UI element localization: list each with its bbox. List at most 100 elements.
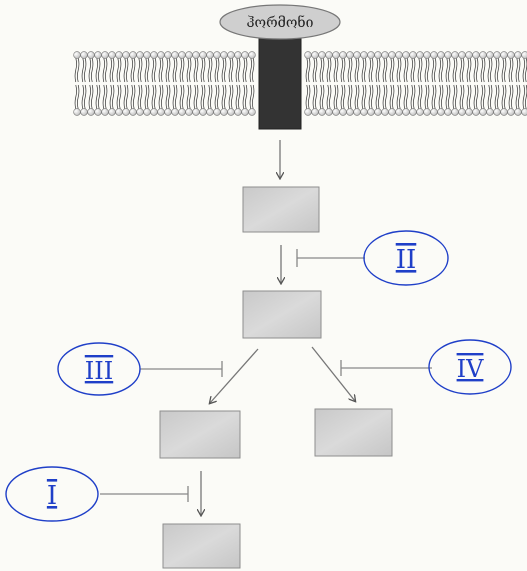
lipid-head bbox=[423, 51, 431, 59]
lipid-tail bbox=[91, 84, 94, 110]
lipid-tail bbox=[175, 84, 178, 110]
lipid-head bbox=[514, 108, 522, 116]
lipid-tail bbox=[480, 57, 483, 83]
lipid-tail bbox=[389, 84, 392, 110]
lipid-tail bbox=[147, 57, 150, 83]
lipid-head bbox=[444, 51, 452, 59]
lipid-tail bbox=[389, 57, 392, 83]
pathway-box-right bbox=[314, 408, 393, 457]
lipid-head bbox=[143, 108, 151, 116]
lipid-head bbox=[115, 51, 123, 59]
lipid-head bbox=[409, 108, 417, 116]
lipid-head bbox=[206, 108, 214, 116]
inhibitor-I bbox=[100, 486, 189, 502]
lipid-tail bbox=[329, 57, 332, 83]
lipid-tail bbox=[455, 84, 458, 110]
lipid-head bbox=[409, 51, 417, 59]
lipid-head bbox=[192, 108, 200, 116]
lipid-tail bbox=[378, 84, 381, 110]
lipid-head bbox=[360, 108, 368, 116]
lipid-tail bbox=[340, 57, 343, 83]
lipid-head bbox=[437, 108, 445, 116]
lipid-head bbox=[507, 51, 515, 59]
lipid-tail bbox=[413, 57, 416, 83]
lipid-tail bbox=[322, 57, 325, 83]
lipid-tail bbox=[497, 57, 500, 83]
lipid-tail bbox=[158, 57, 161, 83]
lipid-tail bbox=[140, 57, 143, 83]
lipid-tail bbox=[406, 84, 409, 110]
lipid-tail bbox=[361, 57, 364, 83]
lipid-tail bbox=[441, 84, 444, 110]
lipid-head bbox=[388, 108, 396, 116]
label-II: II bbox=[363, 230, 449, 286]
lipid-head bbox=[150, 51, 158, 59]
lipid-tail bbox=[343, 57, 346, 83]
lipid-tail bbox=[396, 57, 399, 83]
arrow-box2-to-right bbox=[311, 346, 355, 401]
lipid-tail bbox=[497, 84, 500, 110]
lipid-tail bbox=[336, 57, 339, 83]
lipid-tail bbox=[357, 57, 360, 83]
lipid-head bbox=[241, 51, 249, 59]
lipid-tail bbox=[116, 84, 119, 110]
lipid-tail bbox=[308, 57, 311, 83]
lipid-head bbox=[430, 51, 438, 59]
lipid-tail bbox=[172, 57, 175, 83]
lipid-tail bbox=[382, 84, 385, 110]
lipid-head bbox=[332, 51, 340, 59]
lipid-head bbox=[150, 108, 158, 116]
lipid-tail bbox=[438, 57, 441, 83]
lipid-head bbox=[416, 51, 424, 59]
lipid-tail bbox=[329, 84, 332, 110]
lipid-tail bbox=[231, 57, 234, 83]
lipid-tail bbox=[326, 57, 329, 83]
lipid-head bbox=[318, 51, 326, 59]
lipid-tail bbox=[431, 84, 434, 110]
svg-text:II: II bbox=[396, 245, 417, 275]
lipid-tail bbox=[189, 84, 192, 110]
lipid-tail bbox=[98, 57, 101, 83]
lipid-tail bbox=[410, 84, 413, 110]
lipid-head bbox=[367, 51, 375, 59]
lipid-tail bbox=[95, 84, 98, 110]
lipid-tail bbox=[217, 57, 220, 83]
lipid-head bbox=[185, 108, 193, 116]
lipid-tail bbox=[511, 57, 514, 83]
lipid-tail bbox=[217, 84, 220, 110]
lipid-tail bbox=[340, 84, 343, 110]
lipid-tail bbox=[315, 84, 318, 110]
lipid-head bbox=[318, 108, 326, 116]
lipid-tail bbox=[133, 84, 136, 110]
lipid-tail bbox=[343, 84, 346, 110]
lipid-tail bbox=[238, 57, 241, 83]
lipid-tail bbox=[413, 84, 416, 110]
lipid-tail bbox=[417, 57, 420, 83]
lipid-tail bbox=[130, 84, 133, 110]
lipid-head bbox=[178, 51, 186, 59]
lipid-tail bbox=[84, 84, 87, 110]
inhibitor-III bbox=[140, 361, 223, 377]
lipid-head bbox=[486, 108, 494, 116]
lipid-tail bbox=[452, 57, 455, 83]
lipid-tail bbox=[235, 84, 238, 110]
lipid-tail bbox=[522, 57, 525, 83]
lipid-head bbox=[339, 51, 347, 59]
lipid-tail bbox=[154, 84, 157, 110]
lipid-tail bbox=[508, 57, 511, 83]
lipid-head bbox=[472, 51, 480, 59]
lipid-tail bbox=[165, 84, 168, 110]
lipid-tail bbox=[319, 57, 322, 83]
lipid-tail bbox=[469, 84, 472, 110]
lipid-head bbox=[304, 108, 312, 116]
lipid-tail bbox=[228, 57, 231, 83]
lipid-tail bbox=[431, 57, 434, 83]
lipid-tail bbox=[473, 57, 476, 83]
lipid-tail bbox=[189, 57, 192, 83]
lipid-tail bbox=[522, 84, 525, 110]
lipid-tail bbox=[203, 84, 206, 110]
lipid-tail bbox=[130, 57, 133, 83]
lipid-head bbox=[136, 51, 144, 59]
lipid-head bbox=[171, 51, 179, 59]
lipid-head bbox=[360, 51, 368, 59]
